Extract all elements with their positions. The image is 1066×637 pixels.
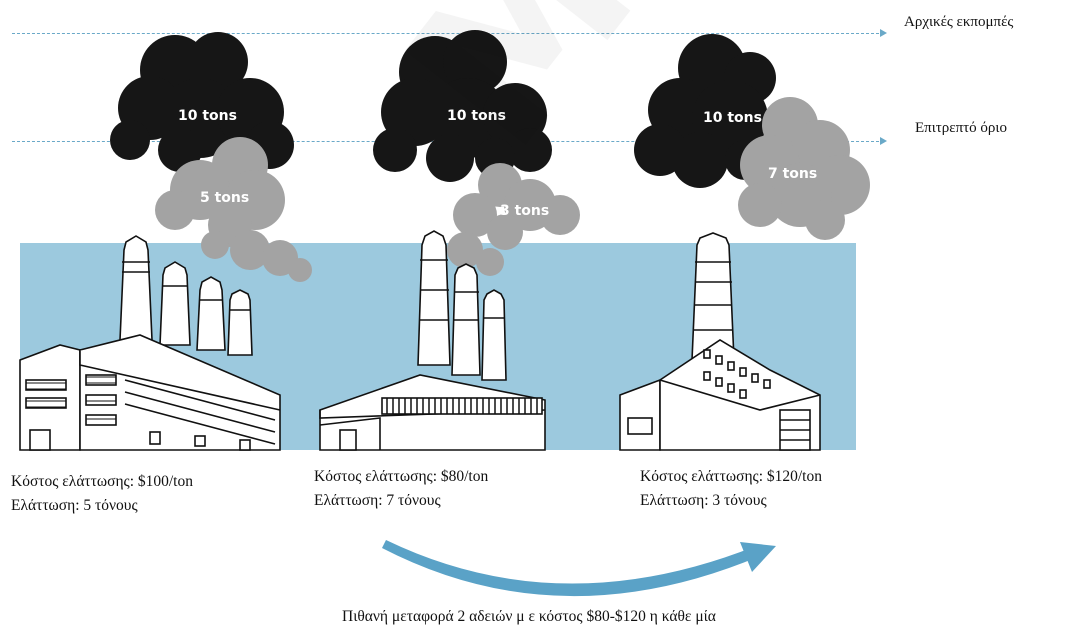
factory-3-initial-smoke-cloud — [634, 34, 776, 188]
factory-2-reduced-smoke-cloud — [447, 163, 580, 276]
factory-2-caption: Κόστος ελάττωσης: $80/ton Ελάττωση: 7 τό… — [314, 465, 488, 513]
factory-2-initial-amount: 10 tons — [447, 108, 506, 124]
factory-2-cost: Κόστος ελάττωσης: $80/ton — [314, 468, 489, 485]
factory-1-cost: Κόστος ελάττωσης: $100/ton — [11, 473, 193, 490]
factory-2-building — [319, 230, 546, 451]
factory-3-caption: Κόστος ελάττωσης: $120/ton Ελάττωση: 3 τ… — [640, 465, 822, 513]
factory-1-caption: Κόστος ελάττωσης: $100/ton Ελάττωση: 5 τ… — [11, 470, 193, 518]
factory-3-reduction: Ελάττωση: 3 τόνους — [640, 492, 767, 509]
factory-3-cost: Κόστος ελάττωσης: $120/ton — [640, 468, 822, 485]
factory-2-initial-smoke-cloud — [373, 30, 552, 182]
factory-1-initial-smoke-cloud — [110, 32, 294, 172]
factory-1-remaining-amount: 5 tons — [200, 190, 249, 206]
factory-1-building — [19, 235, 281, 451]
factory-1-initial-amount: 10 tons — [178, 108, 237, 124]
initial-emissions-label: Αρχικές εκπομπές — [904, 14, 1014, 30]
factory-3-remaining-amount: 7 tons — [768, 166, 817, 182]
initial-emissions-line — [12, 33, 884, 34]
factory-3-initial-amount: 10 tons — [703, 110, 762, 126]
factory-1-reduced-smoke-cloud — [155, 137, 312, 282]
allowed-limit-line-arrow — [880, 137, 887, 145]
factory-3-reduced-smoke-cloud — [738, 97, 870, 240]
permit-transfer-arrow — [382, 540, 760, 597]
allowed-limit-label: Επιτρεπτό όριο — [915, 120, 1007, 136]
factory-1-reduction: Ελάττωση: 5 τόνους — [11, 497, 138, 514]
initial-emissions-line-arrow — [880, 29, 887, 37]
factory-2-remaining-amount: 3 tons — [500, 203, 549, 219]
factory-2-reduction: Ελάττωση: 7 τόνους — [314, 492, 441, 509]
transfer-note: Πιθανή μεταφορά 2 αδειών μ ε κόστος $80-… — [342, 608, 716, 625]
permit-transfer-arrowhead — [740, 542, 776, 572]
factory-3-building — [619, 232, 821, 451]
